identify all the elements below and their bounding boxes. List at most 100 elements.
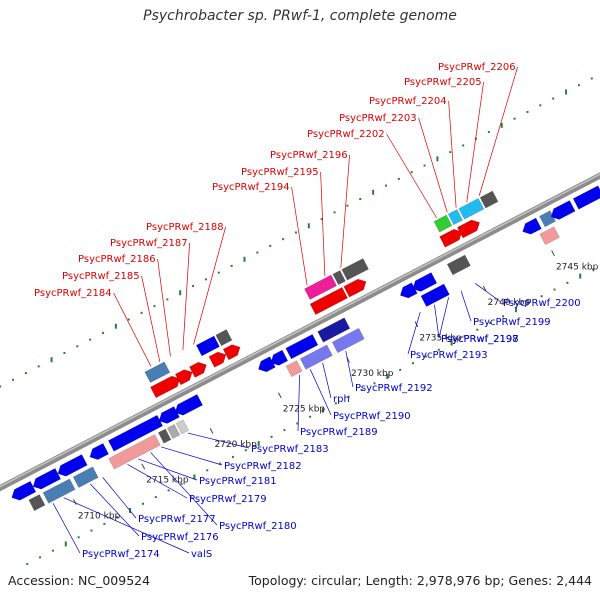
gene-feature [11, 480, 37, 501]
gene-feature [157, 428, 172, 444]
inner-dots [231, 455, 234, 458]
lower-leader-line [127, 464, 188, 499]
lower-leader-line [475, 283, 502, 303]
inner-dots [489, 322, 492, 325]
lower-leader-line [63, 497, 190, 554]
lower-gene-label: valS [191, 549, 212, 560]
inner-dots [566, 281, 569, 284]
upper-gene-label: PsycPRwf_2203 [339, 113, 417, 124]
outer-dots [384, 184, 387, 187]
inner-dots [502, 315, 505, 318]
gene-feature [331, 327, 365, 354]
outer-dots [500, 122, 503, 128]
backbone-highlight [0, 173, 600, 488]
lower-leader-line [460, 290, 472, 322]
gene-feature [195, 335, 220, 357]
upper-leader-line [182, 242, 190, 350]
outer-dots [513, 117, 516, 120]
outer-dots [475, 137, 478, 140]
gene-feature [539, 210, 556, 228]
inner-dots [360, 388, 363, 391]
upper-leader-line [340, 154, 350, 268]
lower-leader-line [438, 297, 449, 339]
gene-feature [447, 209, 463, 226]
inner-dots [116, 516, 119, 519]
outer-dots [307, 223, 310, 229]
outer-dots [320, 218, 323, 221]
upper-leader-line [157, 258, 171, 357]
gene-feature [304, 274, 337, 300]
frame-dots [0, 77, 595, 566]
lower-leader-line [407, 311, 421, 355]
kbp-tick-label: 2745 kbp [556, 262, 599, 272]
lower-leader-line [297, 374, 300, 432]
gene-feature [433, 214, 453, 233]
kbp-tick-label: 2735 kbp [419, 334, 462, 344]
gene-feature [458, 198, 485, 220]
gene-feature [108, 414, 164, 452]
lower-gene-label: PsycPRwf_2182 [224, 461, 302, 472]
gene-feature [439, 228, 463, 248]
outer-dots [76, 345, 79, 348]
upper-gene-label: PsycPRwf_2188 [146, 222, 224, 233]
upper-leader-line [113, 292, 152, 367]
gene-feature [72, 466, 99, 488]
outer-dots [166, 298, 169, 301]
gene-feature [479, 190, 499, 209]
upper-leader-line [478, 66, 518, 196]
lower-gene-label: PsycPRwf_2189 [300, 427, 378, 438]
outer-dots [590, 77, 593, 80]
inner-dots [373, 382, 376, 385]
outer-dots [24, 372, 27, 375]
outer-dots [230, 264, 233, 267]
map-title: Psychrobacter sp. PRwf-1, complete genom… [143, 8, 457, 24]
outer-dots [37, 365, 40, 368]
outer-dots [243, 256, 246, 262]
lower-leader-line [309, 369, 332, 416]
upper-gene-label: PsycPRwf_2186 [78, 254, 156, 265]
tick-mark [277, 392, 282, 399]
lower-gene-label: PsycPRwf_2176 [141, 532, 219, 543]
gene-feature [285, 360, 303, 378]
outer-dots [217, 271, 220, 274]
inner-dots [193, 474, 196, 480]
lower-gene-label: PsycPRwf_2198 [441, 334, 519, 345]
inner-dots [77, 536, 80, 539]
accession-text: Accession: NC_009524 [8, 573, 151, 588]
inner-dots [553, 288, 556, 291]
kbp-tick-label: 2715 kbp [146, 476, 189, 486]
inner-dots [51, 549, 54, 552]
lower-gene-label: PsycPRwf_2192 [355, 383, 433, 394]
lower-leader-line [345, 350, 354, 388]
gene-feature [572, 185, 600, 210]
gene-feature [144, 361, 171, 384]
inner-dots [141, 502, 144, 505]
outer-dots [333, 211, 336, 214]
inner-dots [296, 422, 299, 425]
lower-gene-label: PsycPRwf_2199 [473, 317, 551, 328]
inner-dots [399, 368, 402, 371]
gene-feature [412, 272, 438, 292]
kbp-tick-label: 2740 kbp [488, 298, 531, 308]
gene-feature [89, 443, 109, 460]
gene-feature [175, 419, 190, 435]
inner-dots [26, 563, 29, 566]
outer-dots [114, 323, 117, 329]
genome-backbone [0, 172, 600, 492]
outer-dots [346, 204, 349, 207]
inner-dots [579, 273, 582, 279]
gene-feature [299, 344, 333, 370]
gene-feature [341, 258, 369, 281]
kbp-tick-label: 2720 kbp [214, 440, 257, 450]
backbone-line [0, 172, 600, 492]
gene-features [11, 185, 600, 512]
inner-dots [219, 462, 222, 465]
upper-leader-line [141, 275, 161, 363]
outer-dots [294, 231, 297, 234]
inner-dots [154, 496, 157, 499]
outer-dots [436, 156, 439, 162]
outer-dots [565, 89, 568, 95]
gene-feature [522, 217, 542, 235]
outer-dots [192, 285, 195, 288]
